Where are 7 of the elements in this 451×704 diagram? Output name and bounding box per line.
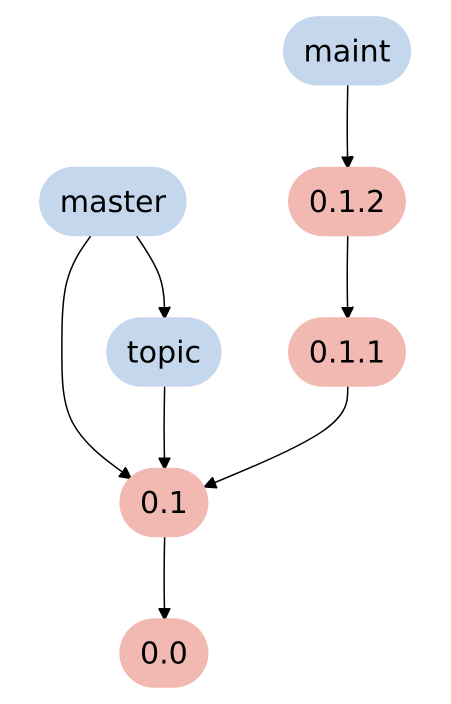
arrow	[61, 236, 132, 480]
arrow	[341, 86, 354, 169]
arrow	[341, 236, 354, 320]
arrow	[204, 386, 349, 489]
arrow	[158, 386, 172, 470]
arrow	[136, 236, 172, 320]
arrow	[158, 537, 172, 621]
